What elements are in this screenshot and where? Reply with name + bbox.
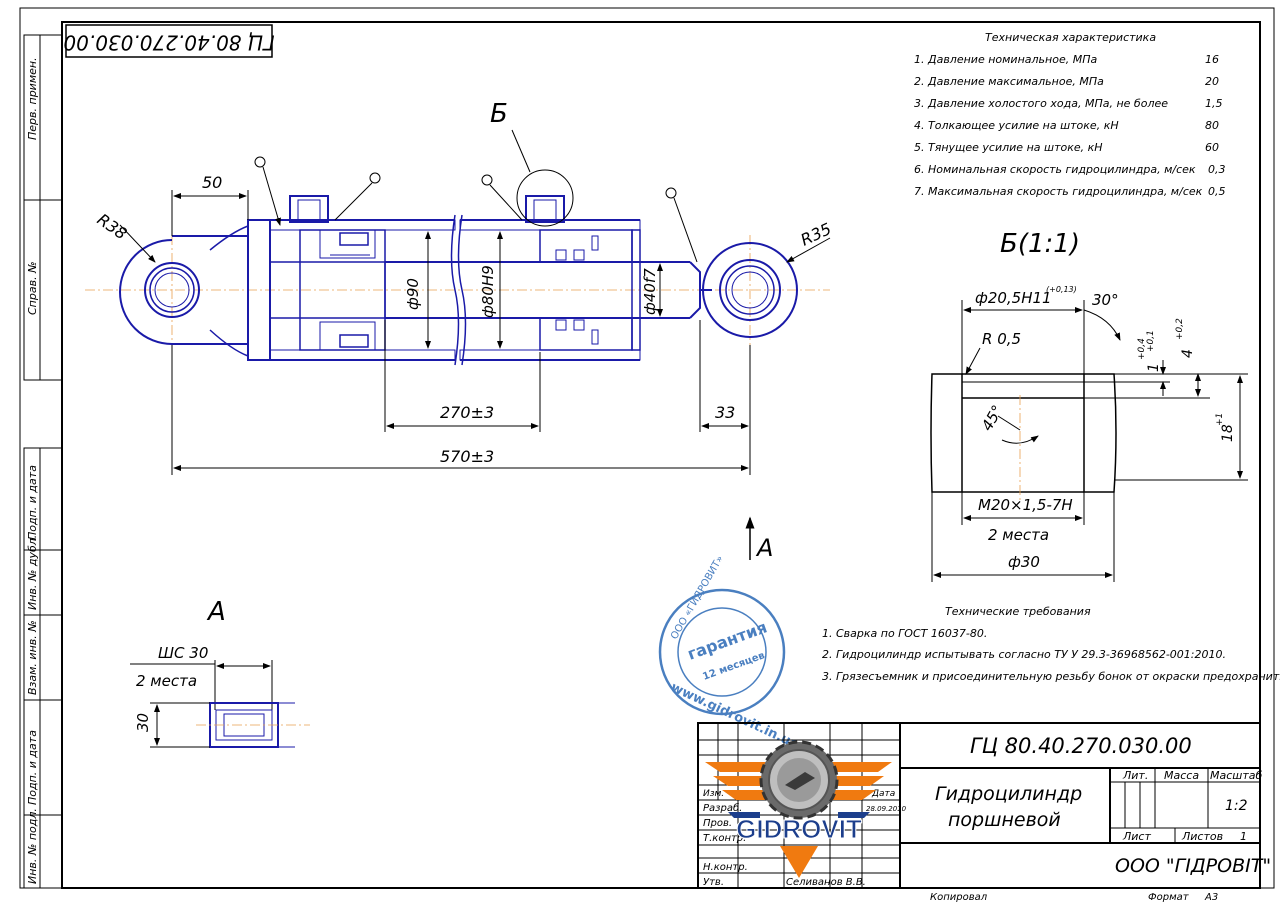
tech-char-row-5: 5. Тянущее усилие на штоке, кН: [914, 141, 1103, 154]
view-a: A ШС 30 2 места 30: [130, 597, 310, 748]
rotated-number-box: ГЦ 80.40.270.030.00: [63, 24, 275, 58]
tech-req-2: 2. Гидроцилиндр испытывать согласно ТУ У…: [822, 648, 1226, 661]
tb-col-lit: Лит.: [1122, 769, 1148, 782]
detail-d18-sup: +1: [1215, 413, 1225, 426]
tb-role-prov: Пров.: [703, 818, 732, 829]
tech-char-row-2: 2. Давление максимальное, МПа: [914, 75, 1104, 88]
tb-col-scale: Масштаб: [1210, 769, 1262, 782]
detail-angle45: 45°: [978, 402, 1007, 434]
tech-char-title: Техническая характеристика: [985, 31, 1156, 44]
dim-50: 50: [202, 173, 222, 192]
tb-date-value: 28.09.2010: [866, 805, 907, 813]
tech-char-val-6: 0,3: [1208, 163, 1226, 176]
detail-angle30: 30°: [1092, 291, 1119, 309]
tb-sheets-count: 1: [1240, 830, 1247, 843]
dim-phi40: ф40f7: [641, 268, 659, 315]
detail-r05: R 0,5: [982, 330, 1021, 348]
dim-33: 33: [715, 403, 735, 422]
detail-d18: 18: [1220, 424, 1236, 442]
side-label-3: Подп. и дата: [26, 465, 39, 540]
detail-phi205: ф20,5H11: [975, 289, 1052, 307]
tb-date-label: Дата: [871, 789, 895, 799]
cylinder-main-view: Б 50 R38 R35 ф90 ф80H9 ф40f7 270±3 33: [85, 99, 834, 562]
detail-places: 2 места: [988, 526, 1049, 544]
tech-char-val-2: 20: [1205, 75, 1219, 88]
tb-col-mass: Масса: [1164, 769, 1199, 782]
rotated-drawing-number: ГЦ 80.40.270.030.00: [63, 31, 274, 55]
dim-r35: R35: [798, 219, 835, 250]
detail-tol-1: 1: [1146, 363, 1162, 372]
tb-role-utv: Утв.: [703, 877, 724, 888]
side-label-5: Взам. инв. №: [26, 620, 39, 695]
side-label-4: Инв. № дубл.: [26, 535, 39, 610]
view-a-label1: ШС 30: [158, 644, 208, 662]
detail-phi30: ф30: [1008, 553, 1040, 571]
gidrovit-logo: GIDROVIT: [705, 740, 892, 878]
dim-phi90: ф90: [404, 278, 422, 310]
detail-tol-1-sub: +0,1: [1146, 330, 1156, 352]
tb-scale: 1:2: [1225, 798, 1248, 814]
tech-char-row-3: 3. Давление холостого хода, МПа, не боле…: [914, 97, 1168, 110]
tech-char-val-7: 0,5: [1208, 185, 1226, 198]
tech-char-row-4: 4. Толкающее усилие на штоке, кН: [914, 119, 1119, 132]
tech-char-val-5: 60: [1205, 141, 1219, 154]
side-stamp: Перв. примен. Справ. № Подп. и дата Инв.…: [23, 34, 63, 889]
section-mark-b: Б: [490, 99, 508, 129]
tech-char-val-1: 16: [1205, 53, 1219, 66]
side-label-1: Перв. примен.: [26, 57, 39, 140]
stamp-ring-text: ООО «ГИДРОВИТ»: [669, 554, 726, 642]
side-label-2: Справ. №: [26, 261, 39, 315]
tech-char-val-4: 80: [1205, 119, 1219, 132]
side-label-7: Инв. № подл.: [26, 808, 39, 884]
tb-role-izm: Изм.: [703, 789, 724, 799]
tb-copied: Копировал: [930, 892, 988, 903]
tb-company: ООО "ГІДРОВІТ": [1115, 855, 1271, 877]
stamp-url: www.gidrovit.in.ua: [668, 680, 801, 752]
tb-sheet: Лист: [1122, 830, 1151, 843]
tb-sheets: Листов: [1181, 830, 1223, 843]
tech-req-3: 3. Грязесъемник и присоединительную резь…: [822, 670, 1280, 683]
detail-thread: M20×1,5-7H: [978, 496, 1073, 514]
tech-req-title: Технические требования: [945, 605, 1091, 618]
detail-b-title: Б(1:1): [1000, 229, 1080, 259]
dim-r38: R38: [94, 210, 131, 244]
tb-role-razrab: Разраб.: [703, 802, 742, 814]
dim-570: 570±3: [440, 447, 494, 466]
tech-req-1: 1. Сварка по ГОСТ 16037-80.: [822, 627, 987, 640]
view-a-dim30: 30: [134, 713, 152, 732]
tech-char-row-6: 6. Номинальная скорость гидроцилиндра, м…: [914, 163, 1196, 176]
tb-role-tkontr: Т.контр.: [703, 833, 746, 844]
tech-char-row-7: 7. Максимальная скорость гидроцилиндра, …: [914, 185, 1203, 198]
tb-part-name-1: Гидроцилиндр: [935, 783, 1082, 805]
tb-format-label: Формат: [1148, 892, 1190, 903]
logo-text: GIDROVIT: [736, 814, 862, 844]
detail-tol-1-sup: +0,4: [1137, 338, 1147, 360]
tb-drawing-number: ГЦ 80.40.270.030.00: [970, 734, 1192, 758]
tb-role-nkontr: Н.контр.: [703, 862, 748, 873]
view-arrow-a: A: [755, 534, 773, 562]
tb-part-name-2: поршневой: [948, 809, 1061, 831]
tb-approver: Селиванов В.В.: [786, 877, 866, 888]
tech-char-val-3: 1,5: [1205, 97, 1223, 110]
dim-phi80: ф80H9: [479, 265, 497, 318]
title-block: Изм. Разраб. Пров. Т.контр. Н.контр. Утв…: [697, 722, 1271, 903]
dim-270: 270±3: [440, 403, 494, 422]
view-a-title: A: [206, 597, 226, 627]
detail-tol-4: 4: [1180, 349, 1196, 358]
view-a-label2: 2 места: [136, 672, 197, 690]
tech-characteristics: Техническая характеристика 1. Давление н…: [914, 31, 1226, 198]
detail-b: Б(1:1) ф20,5H11 (+0,13) 30° R 0,5 1 +0,4…: [930, 229, 1248, 582]
detail-phi205-tol: (+0,13): [1046, 285, 1077, 294]
side-label-6: Подп. и дата: [26, 730, 39, 805]
tech-requirements: Технические требования 1. Сварка по ГОСТ…: [822, 605, 1280, 683]
detail-tol-4-sup: +0,2: [1175, 318, 1185, 340]
tech-char-row-1: 1. Давление номинальное, МПа: [914, 53, 1097, 66]
tb-format-value: A3: [1204, 892, 1218, 903]
